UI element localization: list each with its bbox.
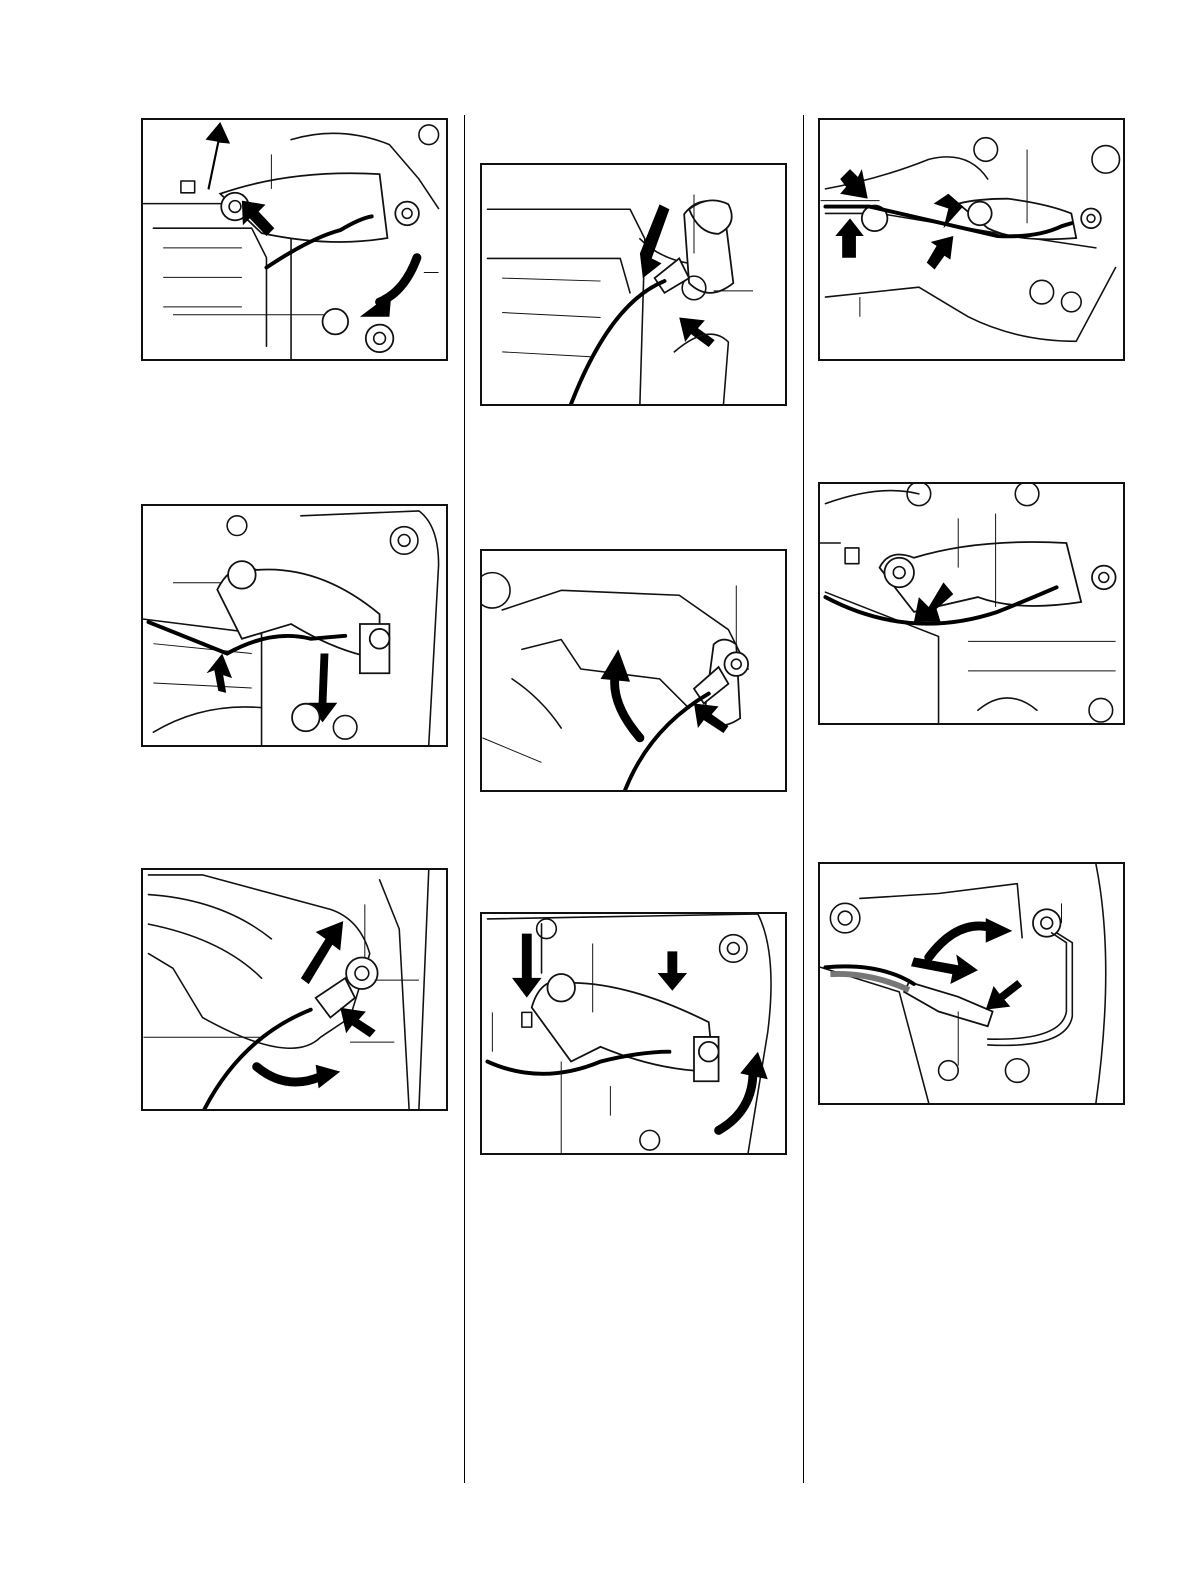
- figure-7-drawing: [820, 120, 1123, 359]
- illustration-figure-3: [141, 868, 448, 1111]
- column-divider-right: [803, 115, 804, 1483]
- illustration-figure-2: [141, 504, 448, 747]
- illustration-figure-5: [480, 549, 787, 792]
- illustration-figure-4: [480, 163, 787, 406]
- column-divider-left: [464, 115, 465, 1483]
- figure-1-drawing: [143, 120, 446, 359]
- illustration-figure-1: [141, 118, 448, 361]
- illustration-figure-7: [818, 118, 1125, 361]
- figure-6-drawing: [482, 914, 785, 1153]
- illustration-figure-8: [818, 482, 1125, 725]
- figure-8-drawing: [820, 484, 1123, 723]
- figure-4-drawing: [482, 165, 785, 404]
- figure-3-drawing: [143, 870, 446, 1109]
- figure-9-drawing: [820, 864, 1123, 1103]
- figure-2-drawing: [143, 506, 446, 745]
- illustration-figure-9: [818, 862, 1125, 1105]
- illustration-figure-6: [480, 912, 787, 1155]
- figure-5-drawing: [482, 551, 785, 790]
